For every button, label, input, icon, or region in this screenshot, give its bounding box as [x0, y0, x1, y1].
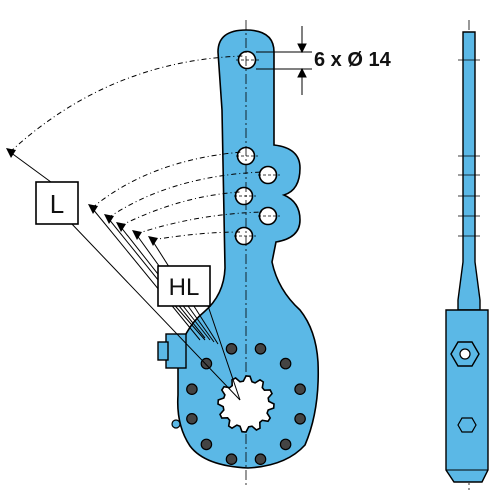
adjuster-hex-nut-icon: [157, 341, 169, 361]
rivet-icon: [186, 412, 198, 425]
rivet-icon: [200, 357, 213, 370]
rivet-icon: [279, 438, 292, 451]
side-arm: [457, 31, 481, 311]
front-view: [157, 20, 320, 485]
side-hex-icon: [457, 417, 477, 433]
splined-bore-icon: [217, 375, 275, 433]
rivet-icon: [186, 383, 198, 395]
rivet-icon: [279, 357, 292, 370]
side-view: [445, 20, 489, 490]
label-HL-text: HL: [169, 274, 200, 301]
rivet-icon: [225, 453, 238, 465]
side-body: [445, 309, 489, 483]
rivet-icon: [225, 342, 238, 355]
label-L-text: L: [50, 189, 64, 219]
rivet-icon: [200, 438, 213, 451]
radius-arcs: [9, 55, 263, 241]
rivet-icon: [254, 453, 267, 465]
dimension-text: 6 x Ø 14: [314, 49, 392, 71]
adjuster-housing: [165, 333, 187, 369]
hole-dimension: [256, 26, 312, 95]
arc-arrowheads: [6, 148, 158, 246]
nut-bore: [459, 348, 471, 360]
rivet-icon: [254, 342, 267, 355]
label-long-arm: L: [35, 181, 79, 225]
body-rivets: [186, 342, 306, 465]
rivet-icon: [294, 383, 306, 395]
grease-nipple-icon: [171, 419, 181, 429]
label-hole-lengths: HL: [157, 265, 211, 307]
rivet-icon: [294, 412, 306, 425]
